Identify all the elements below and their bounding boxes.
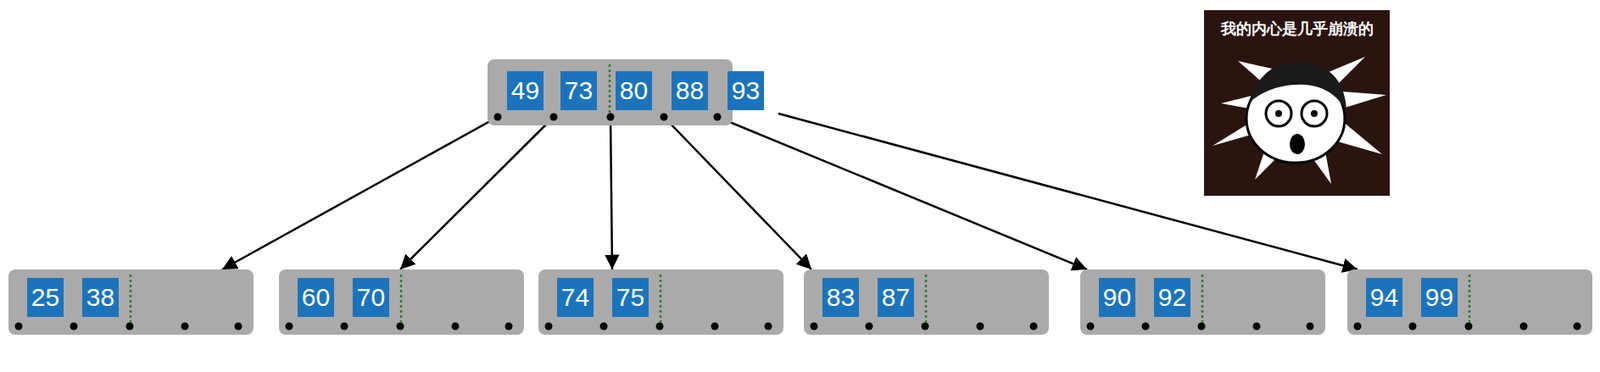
btree-node: 83 87 bbox=[803, 269, 1049, 335]
btree-node: 74 75 bbox=[538, 269, 784, 335]
key-value: 70 bbox=[356, 284, 385, 311]
child-pointer-arrow bbox=[610, 117, 613, 270]
key-value: 74 bbox=[561, 284, 590, 311]
key-box: 75 bbox=[612, 278, 649, 318]
key-value: 49 bbox=[511, 78, 540, 104]
key-value: 83 bbox=[826, 284, 855, 311]
meme-illustration bbox=[1204, 10, 1390, 196]
key-value: 73 bbox=[564, 78, 593, 104]
key-box: 83 bbox=[822, 278, 859, 318]
key-box: 93 bbox=[727, 71, 764, 111]
key-box: 80 bbox=[615, 71, 653, 111]
btree-node: 4973808893 bbox=[487, 59, 733, 126]
btree-node: 94 99 bbox=[1347, 269, 1593, 335]
key-value: 80 bbox=[619, 78, 648, 104]
key-box: 88 bbox=[671, 71, 709, 111]
child-pointer-arrow bbox=[663, 117, 812, 270]
key-box: 90 bbox=[1098, 278, 1136, 318]
key-box: 38 bbox=[82, 278, 119, 318]
key-box: 60 bbox=[297, 278, 335, 318]
child-pointer-arrow bbox=[717, 117, 1088, 270]
key-box: 99 bbox=[1421, 278, 1458, 318]
key-value: 88 bbox=[675, 78, 704, 104]
key-value: 60 bbox=[301, 284, 330, 311]
child-pointer-arrow bbox=[400, 117, 554, 270]
key-box: 49 bbox=[507, 71, 544, 111]
key-value: 87 bbox=[881, 284, 910, 311]
key-value: 25 bbox=[31, 284, 60, 311]
key-box: 73 bbox=[560, 71, 597, 111]
key-value: 94 bbox=[1370, 284, 1399, 311]
btree-node: 60 70 bbox=[278, 269, 525, 335]
key-box: 94 bbox=[1365, 278, 1403, 318]
key-box: 87 bbox=[877, 278, 915, 318]
meme-caption: 我的内心是几乎崩溃的 bbox=[1220, 18, 1374, 40]
key-value: 93 bbox=[731, 78, 760, 104]
key-box: 70 bbox=[352, 278, 390, 318]
btree-node: 25 38 bbox=[8, 269, 254, 335]
key-value: 75 bbox=[616, 284, 645, 311]
key-box: 25 bbox=[27, 278, 64, 318]
key-box: 74 bbox=[557, 278, 594, 318]
key-value: 99 bbox=[1425, 284, 1454, 311]
key-value: 38 bbox=[86, 284, 115, 311]
btree-node: 90 92 bbox=[1080, 269, 1326, 335]
key-value: 92 bbox=[1158, 284, 1187, 311]
child-pointer-arrow bbox=[222, 117, 498, 270]
key-value: 90 bbox=[1103, 284, 1132, 311]
key-box: 92 bbox=[1154, 278, 1191, 318]
